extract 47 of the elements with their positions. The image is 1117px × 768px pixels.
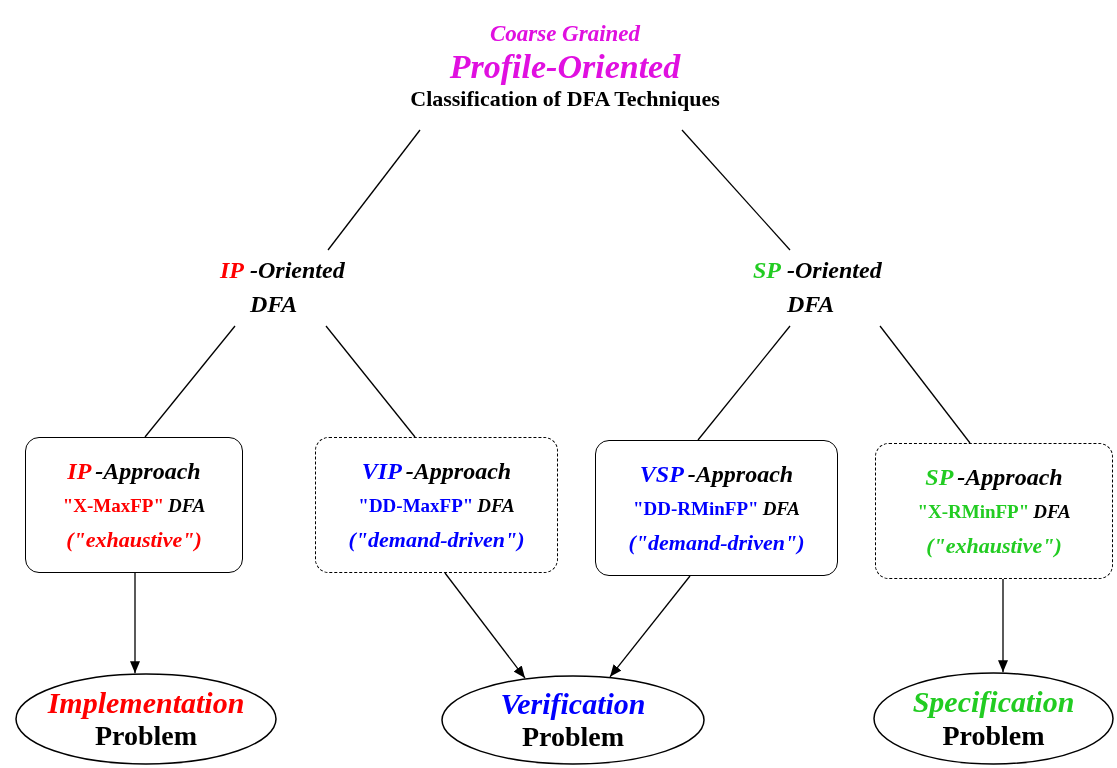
rounded-box	[875, 443, 1113, 579]
approach-label: IP	[67, 457, 92, 486]
note-text: ("exhaustive")	[66, 527, 202, 553]
approach-label: -Approach	[95, 457, 201, 486]
method-label: DFA	[1033, 501, 1071, 524]
method-label: "X-MaxFP"	[62, 495, 164, 518]
heading-text: Profile-Oriented	[449, 47, 681, 87]
approach-label: -Approach	[405, 457, 512, 486]
note-text: ("demand-driven")	[628, 530, 805, 556]
approach-label: SP	[925, 463, 954, 492]
node-label: SP	[753, 257, 781, 285]
approach-label: -Approach	[687, 460, 794, 489]
method-label: "DD-RMinFP"	[633, 498, 759, 521]
problem-label: Specification	[912, 685, 1075, 720]
rounded-box	[25, 437, 243, 573]
note-text: ("exhaustive")	[926, 533, 1062, 559]
problem-label: Verification	[500, 686, 646, 722]
method-label: DFA	[762, 498, 800, 521]
method-label: "X-RMinFP"	[917, 501, 1030, 524]
connector-line	[327, 129, 421, 251]
problem-label: Implementation	[47, 685, 245, 721]
note-text: ("demand-driven")	[348, 527, 525, 553]
subtitle-text: Coarse Grained	[489, 20, 641, 47]
rounded-box	[595, 440, 838, 576]
approach-label: VSP	[639, 460, 684, 489]
node-label: -Oriented DFA	[787, 256, 883, 319]
approach-label: -Approach	[957, 463, 1063, 492]
rounded-box	[315, 437, 558, 573]
node-label: -Oriented DFA	[250, 256, 346, 319]
approach-label: VIP	[361, 457, 402, 486]
problem-label: Problem	[94, 720, 198, 753]
problem-label: Problem	[521, 721, 625, 754]
node-label: IP	[220, 257, 244, 285]
method-label: "DD-MaxFP"	[358, 495, 474, 518]
connector-line	[325, 325, 416, 438]
connector-line	[144, 325, 236, 438]
arrow	[998, 578, 1008, 673]
arrow	[444, 572, 526, 679]
connector-line	[879, 325, 971, 444]
method-label: DFA	[168, 495, 206, 518]
title-text: Classification of DFA Techniques	[410, 86, 720, 112]
arrow	[130, 572, 140, 674]
connector-line	[681, 129, 791, 251]
method-label: DFA	[477, 495, 515, 518]
arrow	[609, 575, 691, 678]
problem-label: Problem	[942, 719, 1045, 752]
connector-line	[697, 325, 791, 441]
